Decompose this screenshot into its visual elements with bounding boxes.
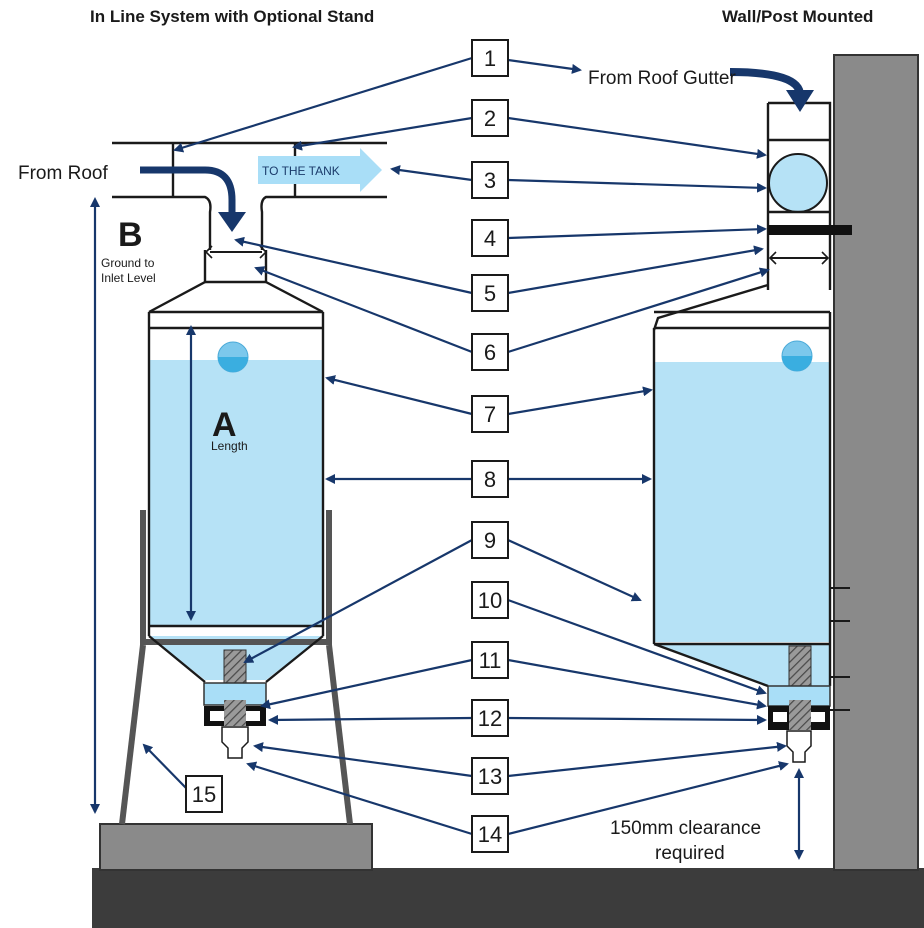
svg-text:3: 3 — [484, 168, 496, 193]
dim-a-caption: Length — [211, 439, 248, 453]
callout-11: 11 — [471, 641, 509, 679]
right-top-cone — [652, 283, 769, 331]
to-the-tank-label: TO THE TANK — [262, 164, 340, 178]
callout-1: 1 — [471, 39, 509, 77]
callout-3: 3 — [471, 161, 509, 199]
dim-b-caption-2: Inlet Level — [101, 271, 156, 285]
left-title: In Line System with Optional Stand — [90, 7, 374, 26]
dim-a-letter: A — [212, 406, 237, 444]
right-water — [655, 362, 829, 642]
stand-base — [99, 823, 373, 871]
left-lower-cone — [148, 635, 324, 683]
right-release-rod — [788, 645, 812, 691]
wall-bracket — [768, 225, 852, 235]
left-nozzle — [221, 726, 249, 759]
clearance-label-2: required — [655, 843, 725, 864]
callout-13: 13 — [471, 757, 509, 795]
callout-10: 10 — [471, 581, 509, 619]
left-inlet-pipe — [112, 141, 387, 250]
dim-b-caption-1: Ground to — [101, 256, 155, 270]
clearance-label-1: 150mm clearance — [610, 818, 761, 839]
callout-4: 4 — [471, 219, 509, 257]
to-the-tank-arrow — [258, 148, 382, 192]
svg-text:13: 13 — [478, 764, 502, 789]
callout-15: 15 — [185, 775, 223, 813]
callout-5: 5 — [471, 274, 509, 312]
roof-flow-arrow — [140, 166, 236, 215]
from-roof-gutter-label: From Roof Gutter — [588, 68, 736, 89]
callout-12: 12 — [471, 699, 509, 737]
svg-text:4: 4 — [484, 226, 496, 251]
callout-8: 8 — [471, 460, 509, 498]
leader-lines — [142, 56, 789, 836]
svg-text:12: 12 — [478, 706, 502, 731]
wall-mounted-system: From Roof Gutter — [588, 68, 852, 864]
svg-text:10: 10 — [478, 588, 502, 613]
callout-9: 9 — [471, 521, 509, 559]
callout-2: 2 — [471, 99, 509, 137]
callout-6: 6 — [471, 333, 509, 371]
wall — [833, 54, 919, 871]
svg-text:9: 9 — [484, 528, 496, 553]
ground — [92, 868, 924, 928]
svg-text:8: 8 — [484, 467, 496, 492]
svg-text:5: 5 — [484, 281, 496, 306]
svg-text:2: 2 — [484, 106, 496, 131]
right-float-window — [768, 153, 828, 213]
svg-text:6: 6 — [484, 340, 496, 365]
right-nozzle — [786, 730, 812, 763]
right-title: Wall/Post Mounted — [722, 7, 873, 26]
from-roof-label: From Roof — [18, 163, 108, 184]
callout-7: 7 — [471, 395, 509, 433]
svg-text:7: 7 — [484, 402, 496, 427]
dim-b-letter: B — [118, 216, 143, 254]
svg-text:1: 1 — [484, 46, 496, 71]
right-cone-water — [655, 645, 829, 686]
svg-text:11: 11 — [479, 648, 502, 673]
left-water — [149, 360, 323, 626]
right-chamber — [652, 312, 832, 686]
inline-system: TO THE TANK A Length B Ground to Inlet L… — [18, 141, 387, 825]
svg-text:14: 14 — [478, 822, 502, 847]
callout-14: 14 — [471, 815, 509, 853]
left-chamber — [147, 312, 325, 636]
svg-text:15: 15 — [192, 782, 216, 807]
